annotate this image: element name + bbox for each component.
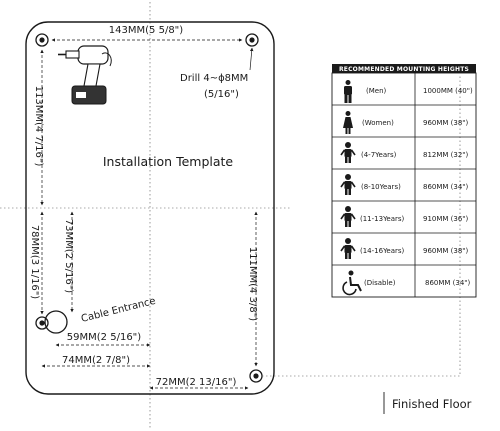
svg-text:812MM (32"): 812MM (32")	[423, 151, 469, 159]
svg-text:860MM (34"): 860MM (34")	[423, 183, 469, 191]
svg-text:(14-16Years): (14-16Years)	[360, 247, 405, 255]
svg-text:(Disable): (Disable)	[364, 279, 396, 287]
table-row: (11-13Years) 910MM (36")	[340, 206, 469, 227]
svg-text:960MM (38"): 960MM (38")	[423, 247, 469, 255]
svg-text:(11-13Years): (11-13Years)	[360, 215, 405, 223]
table-row: (Men) 1000MM (40")	[344, 80, 473, 103]
template-title: Installation Template	[103, 154, 234, 169]
left-bottom-height-label: 78MM(3 1/16")	[29, 225, 40, 299]
svg-text:(8-10Years): (8-10Years)	[361, 183, 401, 191]
cable-entrance-hole	[44, 310, 68, 334]
svg-text:(4-7Years): (4-7Years)	[361, 151, 397, 159]
svg-text:1000MM (40"): 1000MM (40")	[423, 87, 473, 95]
table-row: (14-16Years) 960MM (38")	[340, 238, 469, 259]
svg-text:(Men): (Men)	[366, 87, 387, 95]
right-height-label: 111MM(4 3/8")	[247, 247, 258, 321]
table-header: RECOMMENDED MOUNTING HEIGHTS	[339, 66, 469, 73]
cable-offset-label: 59MM(2 5/16")	[67, 332, 141, 343]
child-icon	[340, 206, 356, 227]
cable-height-label: 73MM(2 5/16")	[63, 219, 74, 293]
woman-icon	[343, 111, 353, 134]
drill-icon	[58, 45, 112, 105]
mounting-hole-bottom-right	[249, 369, 263, 383]
mounting-hole-bottom-left	[35, 316, 49, 330]
mounting-hole-top-left	[35, 33, 49, 47]
man-icon	[344, 80, 352, 103]
drill-note-leader	[249, 47, 254, 71]
svg-text:960MM (38"): 960MM (38")	[423, 119, 469, 127]
svg-text:(Women): (Women)	[362, 119, 394, 127]
bottom-offset-label: 74MM(2 7/8")	[62, 355, 130, 366]
mounting-hole-top-right	[245, 33, 259, 47]
child-icon	[340, 142, 356, 163]
svg-text:910MM (36"): 910MM (36")	[423, 215, 469, 223]
child-icon	[340, 174, 356, 195]
table-row: (4-7Years) 812MM (32")	[340, 142, 469, 163]
svg-text:860MM (34"): 860MM (34")	[425, 279, 471, 287]
table-row: (8-10Years) 860MM (34")	[340, 174, 469, 195]
wheelchair-icon	[342, 270, 362, 296]
child-icon	[340, 238, 356, 259]
table-row: (Disable) 860MM (34")	[342, 270, 471, 296]
finished-floor-label: Finished Floor	[392, 397, 472, 411]
left-top-height-label: 113MM(4 7/16")	[33, 86, 44, 167]
mounting-heights-table: RECOMMENDED MOUNTING HEIGHTS (Men) 1000M…	[331, 64, 477, 298]
top-width-label: 143MM(5 5/8")	[109, 25, 183, 36]
drill-note-size: (5/16")	[204, 89, 239, 100]
cable-entrance-label: Cable Entrance	[80, 296, 157, 325]
bottom-right-label: 72MM(2 13/16")	[156, 377, 237, 388]
template-outline	[25, 21, 275, 395]
table-row: (Women) 960MM (38")	[343, 111, 469, 134]
drill-note: Drill 4~ϕ8MM	[180, 73, 248, 84]
